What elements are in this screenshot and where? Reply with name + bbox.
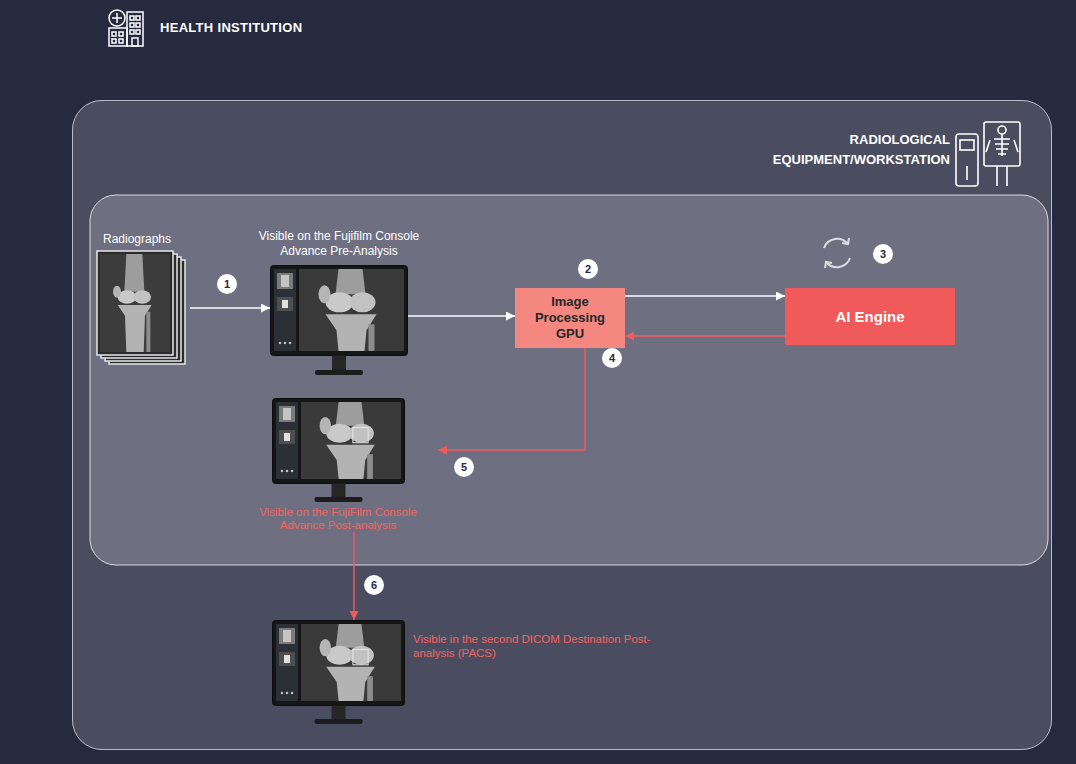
radiograph-stack: Radiographs: [95, 232, 190, 372]
engine-box: AI Engine: [785, 288, 955, 345]
console-monitor: Visible on the Fujifilm Console Advance …: [270, 265, 408, 375]
flow-arrow: [625, 295, 785, 297]
xray-equipment-icon: [956, 122, 1020, 186]
callout-number: 1: [217, 274, 237, 294]
monitor-illustration: [272, 398, 405, 502]
process-label: Image Processing GPU: [523, 294, 617, 342]
workstation-panel-fill: [72, 100, 1052, 750]
monitor-caption: Visible on the FujiFilm Console Advance …: [238, 506, 438, 532]
monitor-illustration: [272, 620, 405, 724]
inner-panel: [90, 195, 1048, 565]
callout-number: 3: [873, 244, 893, 264]
hospital-icon: [109, 10, 143, 46]
workstation-heading: RADIOLOGICAL EQUIPMENT/WORKSTATION: [740, 130, 950, 170]
console-monitor: Visible on the FujiFilm Console Advance …: [238, 398, 438, 532]
institution-heading: HEALTH INSTITUTION: [160, 20, 302, 35]
callout-number: 6: [364, 575, 384, 595]
finding-box: [353, 650, 368, 665]
flow-arrow: [353, 532, 355, 620]
stack-label: Radiographs: [95, 232, 190, 247]
engine-label: AI Engine: [835, 309, 904, 325]
monitor-caption: Visible on the Fujifilm Console Advance …: [239, 229, 439, 259]
process-box: Image Processing GPU: [515, 288, 625, 348]
flow-arrow: [438, 348, 585, 450]
pacs-monitor: Visible in the second DICOM Destination …: [272, 620, 405, 724]
finding-box: [352, 428, 367, 443]
callout-number: 2: [578, 259, 598, 279]
callout-number: 4: [602, 348, 622, 368]
sync-icon: [824, 238, 850, 268]
workstation-panel: RADIOLOGICAL EQUIPMENT/WORKSTATION Radiog…: [72, 100, 1052, 750]
flow-arrow: [190, 307, 270, 309]
callout-number: 5: [454, 457, 474, 477]
monitor-caption: Visible in the second DICOM Destination …: [413, 632, 653, 660]
radiograph-illustration: [95, 249, 190, 371]
monitor-illustration: [270, 265, 408, 375]
flow-arrow: [625, 335, 785, 337]
flow-arrow: [408, 315, 515, 317]
